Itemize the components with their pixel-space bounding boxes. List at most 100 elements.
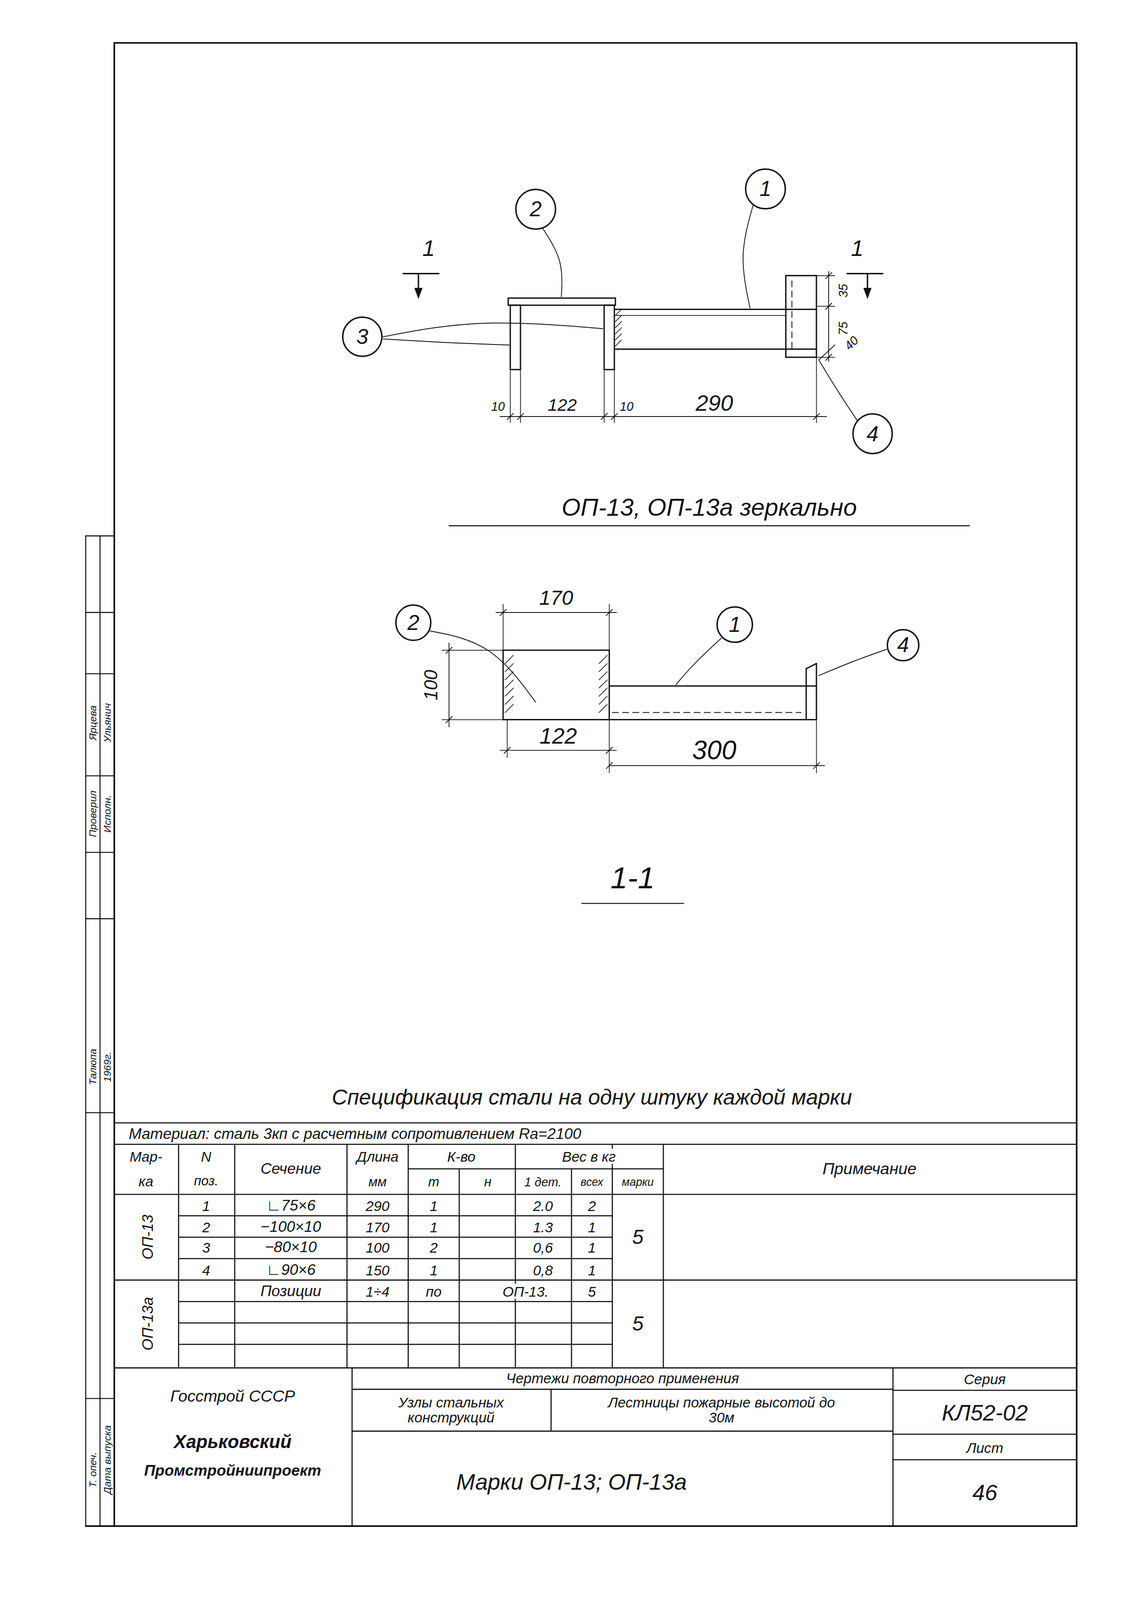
weld-hatch <box>615 333 622 341</box>
title-block-text: Промстройниипроект <box>143 1462 323 1479</box>
dimension-line <box>507 413 514 420</box>
table-cell: 5 <box>630 1312 646 1335</box>
extension-line <box>816 356 817 423</box>
dimension-line <box>825 303 832 310</box>
table-grid <box>408 1168 664 1170</box>
table-cell: 100 <box>364 1239 391 1255</box>
title-block-text: Чертежи повторного применения <box>504 1370 741 1386</box>
dimension-line <box>813 762 820 769</box>
table-grid <box>114 1122 1077 1124</box>
stamp-grid <box>85 1112 115 1114</box>
rib-outline <box>604 304 615 306</box>
weld-hatch <box>598 671 608 680</box>
callout-number: 2 <box>395 604 432 641</box>
weld-hatch <box>504 655 514 664</box>
section-arrow <box>414 287 872 299</box>
angle-outline <box>815 275 817 358</box>
table-cell: 1 <box>586 1261 597 1277</box>
section-line <box>866 273 869 290</box>
extension-line <box>816 356 835 358</box>
dimension-value: 10 <box>489 399 506 413</box>
callout-text: 4 <box>866 423 879 445</box>
table-cell: 3 <box>201 1239 212 1255</box>
stamp-grid <box>85 1397 115 1399</box>
dimension-line <box>500 415 827 417</box>
title-block-grid <box>892 1389 1077 1391</box>
title-block-grid <box>892 1433 1077 1435</box>
stamp-text: Ульянич <box>101 701 113 743</box>
table-cell: 1 <box>428 1261 439 1277</box>
callout-number: 3 <box>341 316 383 357</box>
dimension-line <box>504 746 511 754</box>
table-cell: 0,8 <box>532 1261 555 1277</box>
title-block-grid <box>892 1367 894 1526</box>
table-header: К-во <box>445 1148 477 1164</box>
weld-hatch <box>504 704 514 713</box>
leader-line <box>742 205 754 309</box>
stamp-text: Ярцева <box>87 704 99 742</box>
dimension-line <box>601 413 608 420</box>
title-block-text: Узлы стальных конструкций <box>357 1394 544 1425</box>
stamp-text: Проверил <box>87 789 99 838</box>
table-grid <box>458 1168 460 1368</box>
title-block-text: 46 <box>970 1480 999 1504</box>
table-cell: 1 <box>428 1197 439 1213</box>
table-grid <box>570 1168 572 1368</box>
section-arrow <box>863 287 872 299</box>
leader-line <box>818 359 858 421</box>
table-cell: ОП-13 <box>139 1213 156 1261</box>
table-header: 1 дет. <box>523 1175 563 1189</box>
title-block-text: Серия <box>962 1371 1007 1387</box>
weld-hatch <box>504 687 514 697</box>
table-grid <box>114 1143 1077 1145</box>
dimension-value: 10 <box>618 399 635 413</box>
table-header: н <box>483 1174 493 1189</box>
table-grid <box>178 1143 179 1368</box>
dimension-line <box>445 716 453 723</box>
table-cell: по <box>424 1283 443 1299</box>
title-block-grid <box>550 1389 552 1432</box>
table-cell: ∟75×6 <box>265 1197 317 1214</box>
stamp-text: Талюпа <box>87 1047 99 1086</box>
angle-thin-line <box>614 314 786 316</box>
title-block-text: Лестницы пожарные высотой до 30м <box>593 1394 851 1425</box>
caption-underline <box>448 525 970 527</box>
angle-outline <box>785 275 787 358</box>
weld-hatch <box>598 704 608 713</box>
dimension-line <box>448 642 450 727</box>
extension-line <box>506 719 508 758</box>
stamp-grid <box>85 672 115 674</box>
callout-number: 4 <box>852 413 893 454</box>
extension-line <box>816 275 835 276</box>
table-header: Мар- <box>128 1148 164 1164</box>
table-header: Примечание <box>821 1159 919 1177</box>
table-grid <box>114 1279 1077 1281</box>
dimension-value: 290 <box>693 391 735 416</box>
dimension-line <box>500 609 507 616</box>
leader-line <box>382 322 604 337</box>
table-grid <box>178 1215 613 1217</box>
section-mark: 1 <box>849 236 866 260</box>
angle-thin-line <box>614 314 786 316</box>
weld-hatch <box>615 315 622 322</box>
dimension-line <box>495 611 617 613</box>
weld-hatch <box>615 340 622 347</box>
stamp-text: Дата выпуска <box>101 1424 113 1495</box>
hidden-line <box>612 712 802 713</box>
extension-line <box>603 369 605 423</box>
section-line <box>402 273 883 290</box>
table-grid <box>346 1143 348 1368</box>
title-block-grid <box>892 1458 1077 1460</box>
dimension-line <box>517 413 524 420</box>
weld-hatch <box>598 655 608 664</box>
callout-number: 4 <box>886 628 920 662</box>
callout-text: 4 <box>897 634 910 656</box>
dimension-line <box>606 746 613 754</box>
extension-line <box>613 349 615 423</box>
rib-outline <box>519 305 522 370</box>
stamp-text: Т. опеч. <box>87 1451 99 1489</box>
weld-hatch <box>615 327 622 334</box>
section-title: 1-1 <box>608 861 658 894</box>
table-cell: 150 <box>364 1261 391 1277</box>
dimension-line <box>813 413 820 420</box>
